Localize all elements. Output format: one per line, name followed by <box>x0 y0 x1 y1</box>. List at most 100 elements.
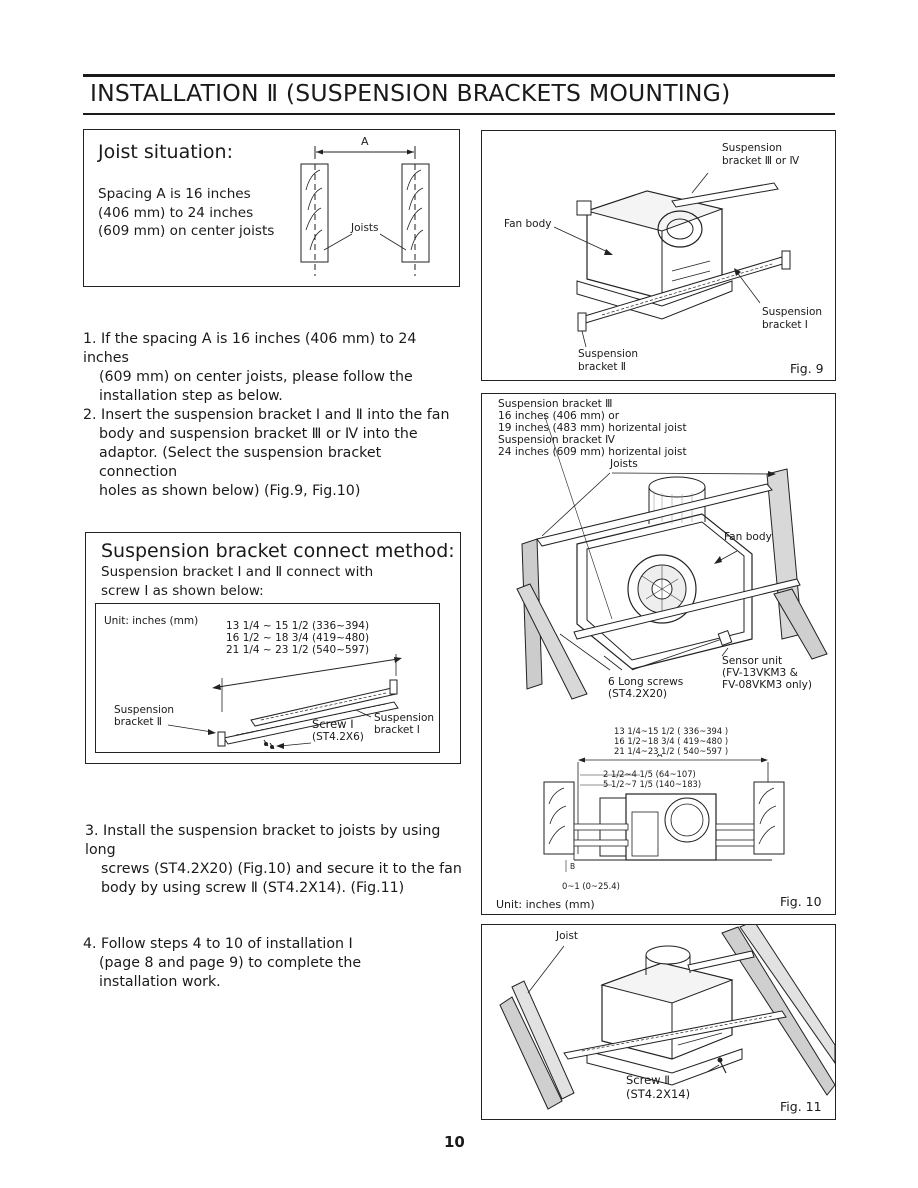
joist-text-line: (406 mm) to 24 inches <box>98 204 254 221</box>
fig10-top-drawing <box>516 413 828 700</box>
joist-spacing-text: Spacing A is 16 inches (406 mm) to 24 in… <box>98 185 283 241</box>
fig10-long-screws-label: 6 Long screws (ST4.2X20) <box>608 676 683 700</box>
fig10-unit: Unit: inches (mm) <box>496 898 595 911</box>
fig10-b-label: B <box>570 862 575 871</box>
joist-heading: Joist situation: <box>98 141 234 163</box>
fig10-dim: 2 1/2~4 1/5 (64~107) <box>603 769 696 779</box>
screw-1-label-line: (ST4.2X6) <box>312 731 364 743</box>
fig9-fan-body-label: Fan body <box>504 218 552 230</box>
fig10-header-line: 24 inches (609 mm) horizental joist <box>498 446 687 458</box>
connect-heading: Suspension bracket connect method: <box>101 540 455 562</box>
fig10-label: Fig. 10 <box>780 894 822 909</box>
fig9-susp2-line: bracket Ⅱ <box>578 361 626 373</box>
figure-10: Suspension bracket Ⅲ 16 inches (406 mm) … <box>481 393 836 915</box>
step-4-line: installation work. <box>99 974 221 990</box>
fig9-susp34-label: Suspension bracket Ⅲ or Ⅳ <box>722 142 799 168</box>
fig10-header-line: Suspension bracket Ⅲ <box>498 398 613 410</box>
fig9-susp2-line: Suspension <box>578 348 639 360</box>
joist-text-line: (609 mm) on center joists <box>98 223 275 240</box>
fig9-susp2-label: Suspension bracket Ⅱ <box>578 348 638 374</box>
fig10-dim: 5 1/2~7 1/5 (140~183) <box>603 779 702 789</box>
bracket-1-label-line: Suspension <box>374 712 435 724</box>
fig10-dim-a: A <box>657 754 663 759</box>
step-2-line: 2. Insert the suspension bracket Ⅰ and Ⅱ… <box>83 407 450 423</box>
joist-dim-a: A <box>361 135 369 148</box>
step-1-line: installation step as below. <box>99 388 283 404</box>
step-3-line: screws (ST4.2X20) (Fig.10) and secure it… <box>101 861 462 877</box>
step-3-line: body by using screw Ⅱ (ST4.2X14). (Fig.1… <box>101 880 405 896</box>
fig9-susp34-line: Suspension <box>722 142 783 154</box>
fig9-susp34-line: bracket Ⅲ or Ⅳ <box>722 155 800 167</box>
connect-range: 21 1/4 ~ 23 1/2 (540~597) <box>226 644 370 656</box>
step-2: 2. Insert the suspension bracket Ⅰ and Ⅱ… <box>83 406 463 501</box>
fig11-label: Fig. 11 <box>780 1099 822 1114</box>
fig10-ranges: 13 1/4~15 1/2 ( 336~394 ) 16 1/2~18 3/4 … <box>614 726 728 756</box>
fig10-long-screws-line: (ST4.2X20) <box>608 688 668 700</box>
step-1: 1. If the spacing A is 16 inches (406 mm… <box>83 330 463 406</box>
step-1-line: 1. If the spacing A is 16 inches (406 mm… <box>83 331 417 366</box>
fig9-susp1-label: Suspension bracket Ⅰ <box>762 306 822 332</box>
fig9-susp1-line: bracket Ⅰ <box>762 319 808 331</box>
fig10-b-range: 0~1 (0~25.4) <box>562 881 620 891</box>
step-2-line: holes as shown below) (Fig.9, Fig.10) <box>99 483 361 499</box>
step-4-line: (page 8 and page 9) to complete the <box>99 955 362 971</box>
title-top-rule <box>83 74 835 77</box>
fig9-drawing <box>553 172 791 348</box>
connect-range: 13 1/4 ~ 15 1/2 (336~394) <box>226 620 370 632</box>
fig11-screw-line: (ST4.2X14) <box>626 1087 691 1101</box>
fig10-header: Suspension bracket Ⅲ 16 inches (406 mm) … <box>498 398 687 458</box>
fig10-range: 16 1/2~18 3/4 ( 419~480 ) <box>614 736 729 746</box>
connect-ranges: 13 1/4 ~ 15 1/2 (336~394) 16 1/2 ~ 18 3/… <box>226 620 369 656</box>
page-number: 10 <box>444 1133 465 1151</box>
connect-sub-line: Suspension bracket Ⅰ and Ⅱ connect with <box>101 564 374 580</box>
joists-label: Joists <box>350 222 379 234</box>
step-1-line: (609 mm) on center joists, please follow… <box>99 369 413 385</box>
fig11-joist-label: Joist <box>556 930 579 942</box>
fig10-range: 21 1/4~23 1/2 ( 540~597 ) <box>614 746 729 756</box>
fig10-range: 13 1/4~15 1/2 ( 336~394 ) <box>614 726 729 736</box>
fig10-sensor-line: FV-08VKM3 only) <box>722 679 813 691</box>
figure-9: Suspension bracket Ⅲ or Ⅳ Fan body Suspe… <box>481 130 836 381</box>
screw-1-label-line: Screw Ⅰ <box>312 717 354 731</box>
joist-text-line: Spacing A is 16 inches <box>98 186 251 202</box>
fig10-sensor-line: Sensor unit <box>722 655 783 667</box>
step-4-line: 4. Follow steps 4 to 10 of installation … <box>83 936 353 952</box>
connect-range: 16 1/2 ~ 18 3/4 (419~480) <box>226 632 370 644</box>
step-3-line: 3. Install the suspension bracket to joi… <box>85 823 441 858</box>
joist-diagram: A Joists <box>300 135 430 276</box>
step-3: 3. Install the suspension bracket to joi… <box>85 822 465 898</box>
fig10-header-line: 19 inches (483 mm) horizental joist <box>498 422 687 434</box>
page-title: INSTALLATION Ⅱ (SUSPENSION BRACKETS MOUN… <box>90 79 731 107</box>
fig11-screw-label: Screw Ⅱ (ST4.2X14) <box>626 1073 690 1101</box>
connect-method-box: Suspension bracket connect method: Suspe… <box>85 532 461 764</box>
bracket-2-label: Suspension bracket Ⅱ <box>114 704 174 728</box>
step-2-line: body and suspension bracket Ⅲ or Ⅳ into … <box>99 426 418 442</box>
fig9-susp1-line: Suspension <box>762 306 823 318</box>
connect-sub-line: screw Ⅰ as shown below: <box>101 583 264 599</box>
fig10-fan-body-label: Fan body <box>724 531 772 543</box>
fig9-label: Fig. 9 <box>790 361 824 376</box>
fig10-sensor-line: (FV-13VKM3 & <box>722 667 798 679</box>
fig10-long-screws-line: 6 Long screws <box>608 676 684 688</box>
fig10-plan-drawing: A B <box>543 754 785 872</box>
bracket-2-label-line: bracket Ⅱ <box>114 716 162 728</box>
fig11-screw-line: Screw Ⅱ <box>626 1073 670 1087</box>
bracket-2-label-line: Suspension <box>114 704 175 716</box>
bracket-1-label-line: bracket Ⅰ <box>374 724 420 736</box>
fig10-header-line: Suspension bracket Ⅳ <box>498 434 615 446</box>
fig10-sensor-label: Sensor unit (FV-13VKM3 & FV-08VKM3 only) <box>722 655 812 691</box>
connect-subtext: Suspension bracket Ⅰ and Ⅱ connect with … <box>101 563 373 601</box>
fig10-header-line: 16 inches (406 mm) or <box>498 410 620 422</box>
bracket-1-label: Suspension bracket Ⅰ <box>374 712 434 736</box>
connect-inner-box: Unit: inches (mm) 13 1/4 ~ 15 1/2 (336~3… <box>95 603 440 753</box>
connect-unit: Unit: inches (mm) <box>104 615 199 627</box>
fig10-dims: 2 1/2~4 1/5 (64~107) 5 1/2~7 1/5 (140~18… <box>603 769 701 789</box>
screw-1-label: Screw Ⅰ (ST4.2X6) <box>312 718 364 744</box>
step-2-line: adaptor. (Select the suspension bracket … <box>99 445 382 480</box>
figure-11: Joist Screw Ⅱ (ST4.2X14) Fig. 11 <box>481 924 836 1120</box>
fig11-drawing <box>499 925 835 1110</box>
title-bottom-rule <box>83 113 835 115</box>
fig10-joists-label: Joists <box>610 458 638 470</box>
step-4: 4. Follow steps 4 to 10 of installation … <box>83 935 463 992</box>
joist-situation-box: Joist situation: Spacing A is 16 inches … <box>83 129 460 287</box>
